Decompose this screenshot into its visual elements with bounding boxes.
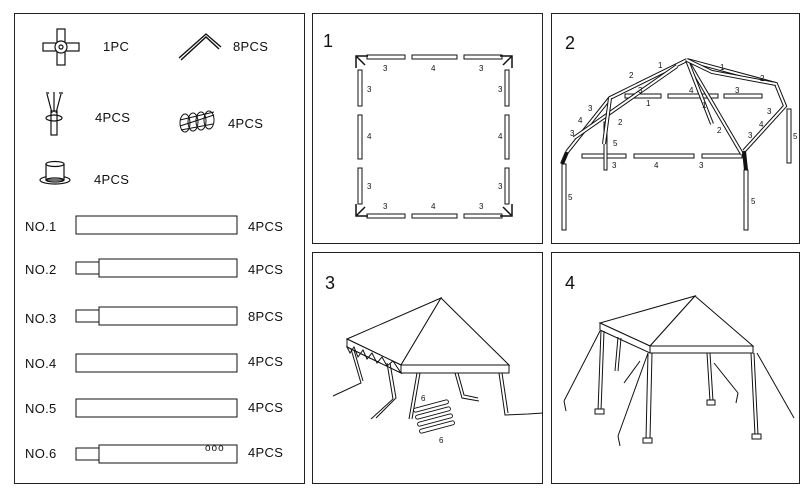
s1-right-bottom-label: 3 xyxy=(498,182,503,191)
rope-qty: 4PCS xyxy=(228,116,264,131)
s2-label-4b: 4 xyxy=(578,116,583,125)
peg-qty: 4PCS xyxy=(94,172,130,187)
s1-bottom-right-label: 3 xyxy=(479,202,484,211)
s2-label-5d: 5 xyxy=(793,132,798,141)
pole-no4-qty: 4PCS xyxy=(248,354,284,369)
s2-label-5b: 5 xyxy=(613,139,618,148)
pole-no2-drawing xyxy=(98,258,238,278)
foot-qty: 4PCS xyxy=(95,110,131,125)
s2-label-3c: 3 xyxy=(588,104,593,113)
s2-label-3f: 3 xyxy=(748,131,753,140)
s2-label-5c: 5 xyxy=(751,197,756,206)
s3-label-6b: 6 xyxy=(439,436,444,445)
pole-no2-sleeve xyxy=(75,261,101,275)
step-3-canopy-diagram: 6 6 xyxy=(332,296,544,445)
parts-list-panel: 1PC 8PCS 4PCS 4PCS 4PCS NO.1 4PCS NO.2 4… xyxy=(14,13,305,484)
bracket-qty: 8PCS xyxy=(233,39,269,54)
pole-no3-drawing xyxy=(98,306,238,326)
step-1-title: 1 xyxy=(323,31,334,51)
step-3-title: 3 xyxy=(325,273,336,293)
pole-no6-marking: ooo xyxy=(205,443,225,454)
pole-no3-label: NO.3 xyxy=(25,311,57,326)
s2-label-1d: 1 xyxy=(702,101,707,110)
pole-no6-drawing xyxy=(98,444,238,464)
pole-no1-label: NO.1 xyxy=(25,219,57,234)
pole-no6-qty: 4PCS xyxy=(248,445,284,460)
corner-connectors xyxy=(355,55,513,217)
pole-no4-drawing xyxy=(75,353,238,373)
s3-label-6a: 6 xyxy=(421,394,426,403)
s2-label-4c: 4 xyxy=(759,120,764,129)
hub-qty: 1PC xyxy=(103,39,130,54)
s1-left-mid-label: 4 xyxy=(367,132,372,141)
pole-no1-qty: 4PCS xyxy=(248,219,284,234)
pole-no6-sleeve xyxy=(75,447,101,461)
s2-label-3b: 3 xyxy=(735,86,740,95)
pole-no1-drawing xyxy=(75,215,238,235)
angle-bracket-icon xyxy=(178,33,222,61)
s1-right-top-label: 3 xyxy=(498,85,503,94)
tent-legs xyxy=(597,329,759,440)
s1-left-bottom-label: 3 xyxy=(367,182,372,191)
step-1-panel: 1 3 4 3 3 4 3 3 4 3 3 4 3 xyxy=(312,13,543,244)
base-plate-icon xyxy=(39,160,71,185)
step-2-panel: 2 1 1 xyxy=(551,13,800,244)
pole-no4-label: NO.4 xyxy=(25,356,57,371)
pole-no5-label: NO.5 xyxy=(25,401,57,416)
s2-label-2c: 2 xyxy=(618,118,623,127)
s2-label-3d: 3 xyxy=(570,129,575,138)
s1-left-top-label: 3 xyxy=(367,85,372,94)
pole-no2-qty: 4PCS xyxy=(248,262,284,277)
parts-icons xyxy=(39,28,238,464)
s2-label-2d: 2 xyxy=(717,126,722,135)
s2-label-1a: 1 xyxy=(658,61,663,70)
pole-drawings xyxy=(75,215,238,464)
step-3-panel: 3 6 6 xyxy=(312,252,544,484)
s2-label-3e: 3 xyxy=(767,107,772,116)
step-2-roof-frame-diagram: 1 1 1 1 2 2 2 2 3 3 3 3 3 3 3 3 4 4 4 4 … xyxy=(560,58,798,231)
s1-bottom-left-label: 3 xyxy=(383,202,388,211)
pole-no3-qty: 8PCS xyxy=(248,309,284,324)
s2-label-4a: 4 xyxy=(689,86,694,95)
s2-label-3g: 3 xyxy=(612,161,617,170)
step-2-title: 2 xyxy=(565,33,576,53)
step-4-panel: 4 xyxy=(551,252,800,484)
s2-label-5a: 5 xyxy=(568,193,573,202)
s1-right-mid-label: 4 xyxy=(498,132,503,141)
pole-no3-sleeve xyxy=(75,309,101,323)
rope-coil-icon xyxy=(179,110,215,133)
s2-label-1b: 1 xyxy=(720,63,725,72)
s1-bottom-mid-label: 4 xyxy=(431,202,436,211)
s1-top-left-label: 3 xyxy=(383,64,388,73)
s2-label-2a: 2 xyxy=(629,71,634,80)
pole-no5-qty: 4PCS xyxy=(248,400,284,415)
step-4-title: 4 xyxy=(565,273,576,293)
s2-label-1c: 1 xyxy=(646,99,651,108)
s2-label-3h: 3 xyxy=(699,161,704,170)
s1-top-right-label: 3 xyxy=(479,64,484,73)
loose-poles xyxy=(413,399,455,434)
s1-top-mid-label: 4 xyxy=(431,64,436,73)
s2-label-4d: 4 xyxy=(654,161,659,170)
s2-label-2b: 2 xyxy=(760,74,765,83)
step-1-frame-diagram: 3 4 3 3 4 3 3 4 3 3 4 3 xyxy=(355,54,513,219)
pole-no2-label: NO.2 xyxy=(25,262,57,277)
cross-hub-icon xyxy=(42,28,80,66)
three-leg-foot-icon xyxy=(45,92,63,136)
base-plates xyxy=(594,399,762,444)
pole-no5-drawing xyxy=(75,398,238,418)
pole-no6-label: NO.6 xyxy=(25,446,57,461)
s2-label-3a: 3 xyxy=(638,86,643,95)
step-4-erected-tent-diagram xyxy=(563,295,795,447)
guy-ropes xyxy=(563,330,795,447)
